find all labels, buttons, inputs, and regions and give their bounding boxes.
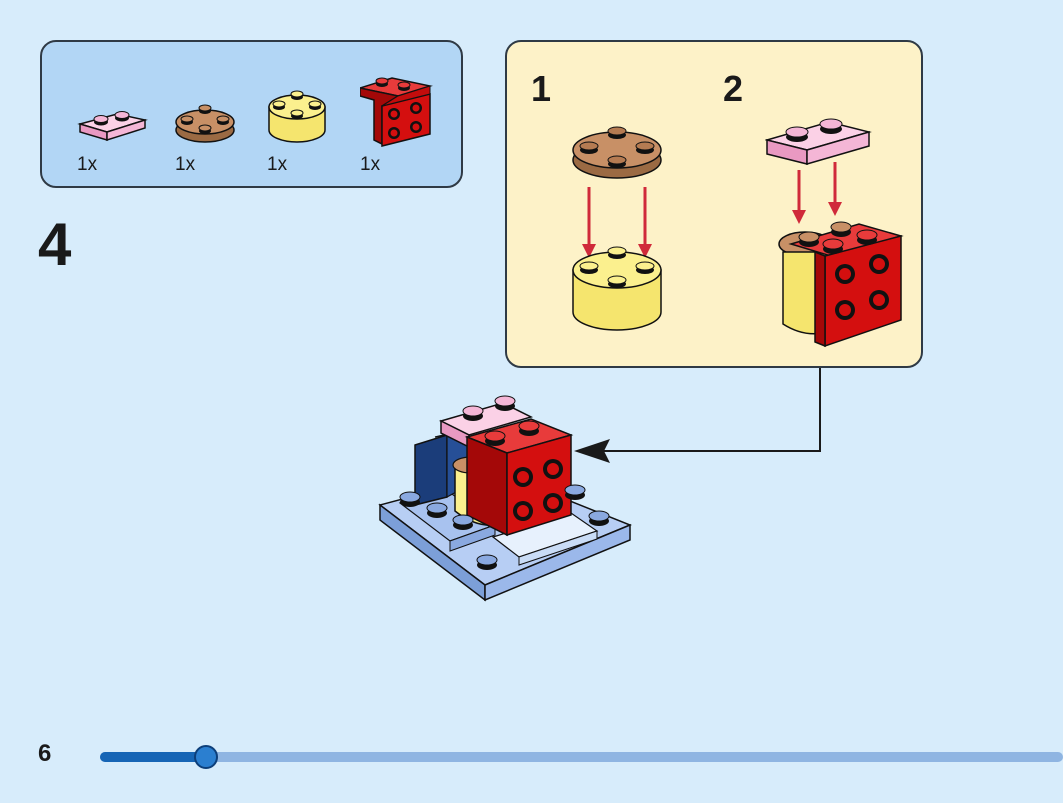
part-quantity: 1x [77, 154, 98, 175]
step-number: 4 [38, 211, 72, 278]
part-quantity: 1x [360, 154, 381, 175]
parts-list-box: 1x 1x 1x [40, 40, 463, 188]
assembled-model-illustration [378, 395, 632, 602]
red-bracket-icon [360, 77, 433, 147]
part-pink-plate: 1x [77, 62, 157, 182]
substep-2-illustration [765, 118, 904, 348]
substep-number: 1 [531, 68, 552, 109]
part-brown-round-plate: 1x [175, 62, 255, 182]
part-quantity: 1x [267, 154, 288, 175]
progress-bar-knob[interactable] [194, 745, 218, 769]
progress-bar-fill [100, 752, 206, 762]
progress-bar [100, 745, 1063, 769]
part-yellow-round-brick: 1x [267, 62, 347, 182]
pink-plate-icon [77, 111, 148, 142]
substep-number: 2 [723, 68, 744, 109]
part-quantity: 1x [175, 154, 196, 175]
yellow-round-brick-icon [268, 90, 326, 143]
callout-connector-arrow [574, 368, 821, 463]
brown-round-plate-icon [175, 104, 235, 143]
part-red-bracket: 1x [360, 62, 440, 182]
subassembly-callout: 1 2 [505, 40, 923, 368]
page-number: 6 [38, 740, 52, 767]
substep-1-illustration [572, 126, 662, 331]
